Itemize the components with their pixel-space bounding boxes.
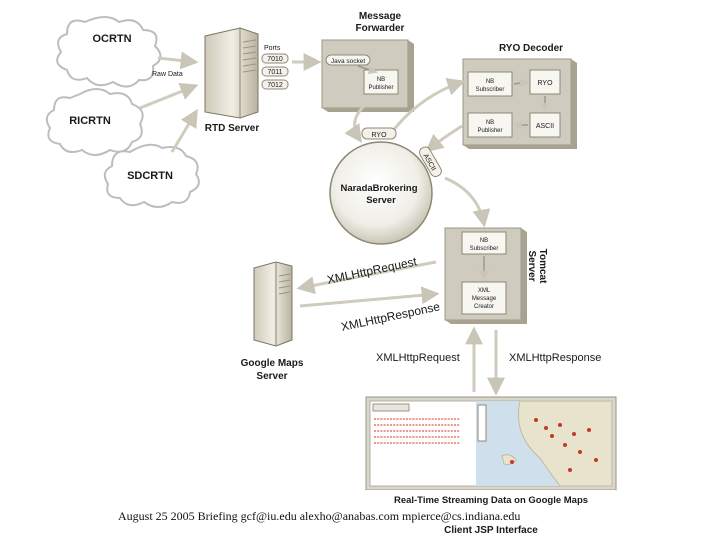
- ryo-decoder-title: RYO Decoder: [499, 43, 563, 54]
- ports-title: Ports: [264, 45, 281, 52]
- google-maps-server: Google Maps Server: [241, 261, 304, 382]
- google-maps-label-line2: Server: [256, 371, 287, 382]
- java-socket-label: Java socket: [331, 58, 366, 65]
- client-data-button: [372, 403, 410, 412]
- google-maps-label-line1: Google Maps: [241, 358, 304, 369]
- decoder-nb-publisher-line2: Publisher: [477, 128, 502, 134]
- tomcat-nb-subscriber-line2: Subscriber: [470, 246, 499, 252]
- cloud-ricrtn-label: RICRTN: [69, 115, 111, 127]
- xhr-response-diagonal-label: XMLHttpResponse: [340, 299, 442, 334]
- xml-creator-line3: Creator: [474, 304, 494, 310]
- broker-flow-arrows: [344, 78, 491, 228]
- footer-text: August 25 2005 Briefing gcf@iu.edu alexh…: [118, 509, 521, 523]
- port-7012: 7012: [267, 82, 283, 89]
- forwarder-nb-publisher-line1: NB: [377, 77, 385, 83]
- decoder-nb-subscriber-line1: NB: [486, 79, 494, 85]
- xhr-request-diagonal-label: XMLHttpRequest: [326, 254, 419, 287]
- google-xhr-arrows: [296, 260, 440, 308]
- forwarder-nb-publisher-line2: Publisher: [368, 85, 393, 91]
- decoder-nb-publisher-line1: NB: [486, 120, 494, 126]
- rtd-server: RTD Server: [204, 27, 260, 134]
- cloud-ocrtn-label: OCRTN: [92, 33, 131, 45]
- tomcat-server: NB Subscriber XML Message Creator Tomcat…: [444, 227, 548, 324]
- tomcat-title-line2: Server: [526, 250, 537, 281]
- narada-label-line1: NaradaBrokering: [340, 183, 417, 194]
- decoder-nb-subscriber-line2: Subscriber: [476, 87, 505, 93]
- port-7011: 7011: [267, 69, 282, 76]
- tomcat-nb-subscriber-line1: NB: [480, 238, 488, 244]
- rtd-server-label: RTD Server: [205, 123, 260, 134]
- client-map-markers: [510, 418, 598, 472]
- raw-data-label: Raw Data: [152, 71, 183, 78]
- client-jsp-screenshot: Real-Time Streaming Data on Google Maps …: [365, 396, 617, 536]
- raw-data-arrows: [139, 51, 199, 153]
- forwarder-title-line1: Message: [359, 11, 402, 22]
- client-caption-line1: Real-Time Streaming Data on Google Maps: [394, 495, 588, 506]
- xml-creator-line2: Message: [472, 296, 497, 302]
- client-xhr-arrows: [465, 326, 505, 396]
- ryo-decoder: RYO Decoder NB Subscriber RYO NB Publish…: [462, 43, 577, 149]
- forwarder-title-line2: Forwarder: [356, 23, 405, 34]
- ports-panel: Ports 7010 7011 7012: [261, 45, 289, 90]
- decoder-ryo-label: RYO: [537, 80, 553, 87]
- xhr-request-label: XMLHttpRequest: [376, 352, 460, 364]
- cloud-ricrtn: RICRTN: [45, 88, 144, 156]
- message-forwarder: Message Forwarder Java socket NB Publish…: [321, 11, 414, 112]
- client-caption-line2: Client JSP Interface: [444, 525, 538, 536]
- port-7010: 7010: [267, 56, 283, 63]
- tomcat-title-line1: Tomcat: [537, 249, 548, 284]
- narada-brokering-server: NaradaBrokering Server RYO ASCII: [329, 127, 442, 245]
- narada-label-line2: Server: [366, 195, 396, 206]
- cloud-sdcrtn: SDCRTN: [103, 143, 200, 208]
- cloud-ocrtn: OCRTN: [56, 16, 162, 88]
- decoder-ascii-label: ASCII: [536, 123, 554, 130]
- xhr-response-label: XMLHttpResponse: [509, 352, 601, 364]
- client-map-zoom: [477, 404, 487, 442]
- cloud-sdcrtn-label: SDCRTN: [127, 170, 173, 182]
- narada-ryo-tag: RYO: [371, 132, 387, 139]
- xml-creator-line1: XML: [478, 288, 491, 294]
- client-data-rows: [374, 418, 460, 444]
